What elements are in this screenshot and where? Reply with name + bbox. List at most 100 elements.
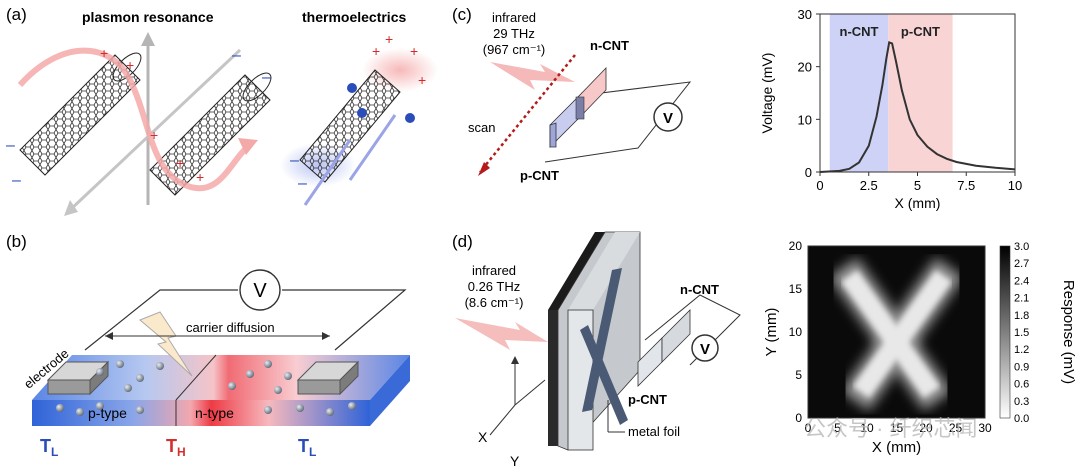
y-axis-line bbox=[489, 404, 516, 436]
p-cnt-c-label: p-CNT bbox=[520, 168, 559, 183]
nanotube-left bbox=[19, 52, 142, 176]
y-tick-label: 0 bbox=[805, 165, 812, 180]
diffusion-arrow-left bbox=[303, 139, 352, 206]
thermoelectrics-title: thermoelectrics bbox=[302, 9, 406, 25]
x-slot-bar-1 bbox=[580, 325, 628, 425]
region-label-1: p-CNT bbox=[901, 24, 940, 39]
p-cnt-strip bbox=[637, 337, 663, 387]
cnt-junction bbox=[575, 96, 585, 120]
electrode-left bbox=[46, 360, 110, 396]
carrier-balls bbox=[56, 360, 356, 416]
plus-charge: + bbox=[385, 31, 393, 47]
minus-charge: – bbox=[298, 175, 307, 192]
voltmeter-icon bbox=[239, 269, 281, 311]
heatmap-y-tick-label: 5 bbox=[795, 368, 802, 382]
colorbar-tick-label: 1.2 bbox=[1014, 344, 1029, 356]
arrowhead-icon bbox=[141, 32, 155, 46]
ir-d-line3: (8.6 cm⁻¹) bbox=[465, 295, 524, 310]
panel-d: (d) infrared 0.26 THz (8.6 cm⁻¹) X Y met… bbox=[452, 231, 741, 469]
junction-line bbox=[175, 354, 217, 401]
plate-edge-dark bbox=[548, 310, 558, 446]
arrowhead-icon bbox=[511, 356, 519, 364]
heatmap-y-tick-label: 20 bbox=[789, 239, 803, 253]
n-cnt-strip bbox=[661, 309, 691, 363]
minus-charge: – bbox=[262, 69, 271, 86]
ir-c-line2: 29 THz bbox=[493, 26, 535, 41]
colorbar-tick-label: 0.9 bbox=[1014, 361, 1029, 373]
voltage-series-line bbox=[819, 41, 1016, 173]
y-tick-label: 20 bbox=[798, 60, 812, 75]
infrared-beam-icon bbox=[490, 62, 575, 90]
minus-charge: – bbox=[290, 152, 299, 169]
panel-a: (a) plasmon resonance thermoelectrics bbox=[6, 5, 438, 216]
panel-c-label: (c) bbox=[452, 5, 472, 24]
colorbar-tick-label: 2.7 bbox=[1014, 258, 1029, 270]
minus-charge: – bbox=[12, 172, 21, 189]
ir-d-line1: infrared bbox=[472, 263, 516, 278]
voltmeter-icon bbox=[653, 102, 683, 132]
axis-y-label: Y bbox=[510, 453, 520, 469]
x-arm-2 bbox=[852, 270, 952, 398]
colorbar-tick-label: 2.4 bbox=[1014, 275, 1029, 287]
colorbar-tick-label: 0.6 bbox=[1014, 379, 1029, 391]
voltmeter-c-label: V bbox=[663, 110, 673, 127]
lightning-icon bbox=[139, 311, 193, 377]
carrier-dot bbox=[357, 108, 367, 118]
panel-b: (b) V bbox=[6, 232, 410, 459]
colorbar bbox=[999, 245, 1011, 419]
region-0 bbox=[829, 14, 889, 172]
heatmap-x-tick-label: 15 bbox=[890, 421, 904, 435]
plus-charge: + bbox=[196, 169, 204, 185]
wire-left bbox=[84, 289, 238, 351]
x-tick-label: 10 bbox=[1008, 178, 1022, 193]
scan-line bbox=[479, 54, 576, 173]
electrode-right bbox=[296, 360, 360, 396]
nanotube-right bbox=[280, 48, 438, 206]
arrowhead-icon bbox=[64, 200, 78, 216]
voltmeter-label: V bbox=[253, 280, 267, 302]
x-slot-bar-2 bbox=[582, 268, 622, 412]
n-cnt-c-label: n-CNT bbox=[590, 38, 629, 53]
panel-b-label: (b) bbox=[6, 232, 27, 251]
plus-charge: + bbox=[372, 43, 380, 59]
tl-right-label: TL bbox=[298, 436, 316, 459]
heatmap-y-axis-label: Y (mm) bbox=[763, 308, 780, 357]
panel-a-label: (a) bbox=[6, 5, 27, 24]
heatmap-x-tick-label: 5 bbox=[834, 421, 841, 435]
ir-d-line2: 0.26 THz bbox=[468, 279, 521, 294]
heatmap-frame bbox=[807, 245, 986, 419]
plus-charge: + bbox=[150, 127, 158, 143]
x-axis-label: X (mm) bbox=[895, 195, 941, 211]
n-cnt-d-label: n-CNT bbox=[680, 282, 719, 297]
p-type-label: p-type bbox=[88, 405, 127, 421]
nanotube-middle bbox=[149, 72, 272, 196]
heatmap-y-tick-label: 0 bbox=[795, 411, 802, 425]
panel-d-label: (d) bbox=[452, 232, 473, 251]
voltmeter-icon bbox=[691, 334, 719, 362]
axis-line bbox=[514, 379, 546, 406]
bar-front bbox=[32, 400, 370, 426]
tl-left-label: TL bbox=[40, 436, 58, 459]
plasmon-wave bbox=[17, 47, 252, 192]
plus-charge: + bbox=[100, 45, 108, 61]
th-label: TH bbox=[166, 436, 186, 459]
x-shape-response bbox=[829, 257, 964, 411]
minus-charge: – bbox=[6, 137, 15, 154]
heatmap-y-tick-label: 10 bbox=[789, 325, 803, 339]
ir-c-line3: (967 cm⁻¹) bbox=[483, 42, 545, 57]
carrier-dot bbox=[405, 113, 415, 123]
y-tick-label: 30 bbox=[798, 7, 812, 22]
infrared-beam-icon bbox=[455, 318, 548, 350]
ir-c-line1: infrared bbox=[492, 10, 536, 25]
heatmap-y-tick-label: 15 bbox=[789, 282, 803, 296]
metal-foil-label: metal foil bbox=[628, 424, 680, 439]
heatmap-x-tick-label: 10 bbox=[860, 421, 874, 435]
p-cnt-d-label: p-CNT bbox=[628, 392, 667, 407]
diagonal-axis-arrow bbox=[68, 48, 242, 212]
panel-c: (c) infrared 29 THz (967 cm⁻¹) scan V n-… bbox=[452, 5, 692, 183]
y-axis-label: Voltage (mV) bbox=[759, 53, 775, 134]
colorbar-tick-label: 0.3 bbox=[1014, 396, 1029, 408]
